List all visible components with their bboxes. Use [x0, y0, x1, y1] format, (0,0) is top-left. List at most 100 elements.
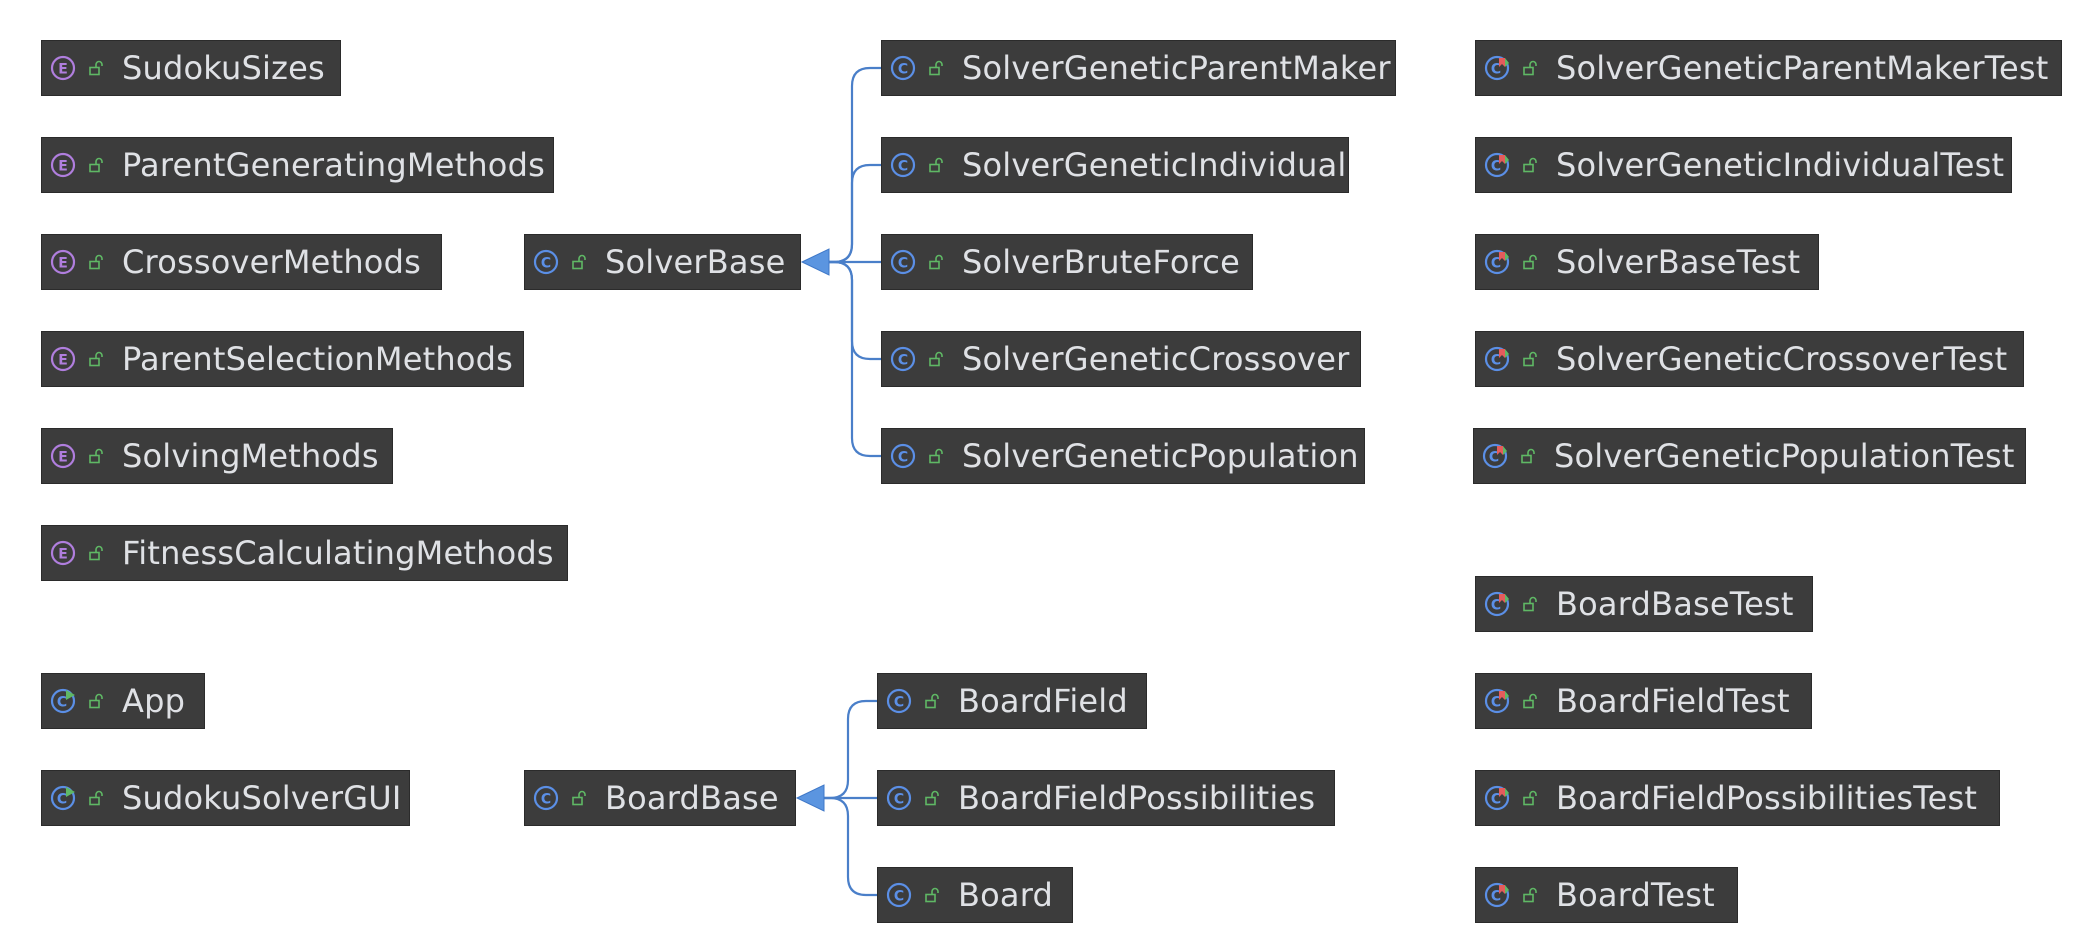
test-class-icon: C — [1484, 152, 1510, 178]
node-label: SolverGeneticIndividual — [962, 146, 1347, 184]
class-icon: C — [533, 785, 559, 811]
public-visibility-icon — [1522, 887, 1538, 903]
svg-text:C: C — [541, 792, 551, 808]
node-label: SolverBaseTest — [1556, 243, 1801, 281]
svg-text:E: E — [58, 450, 68, 466]
public-visibility-icon — [928, 448, 944, 464]
inheritance-edge-board-field — [824, 699, 877, 800]
node-crossover-methods[interactable]: E CrossoverMethods — [41, 234, 442, 290]
node-solver-genetic-population-test[interactable]: C SolverGeneticPopulationTest — [1473, 428, 2026, 484]
enum-icon: E — [50, 540, 76, 566]
public-visibility-icon — [928, 351, 944, 367]
node-parent-generating-methods[interactable]: E ParentGeneratingMethods — [41, 137, 554, 193]
svg-text:C: C — [898, 62, 908, 78]
svg-text:C: C — [1491, 889, 1501, 905]
node-label: FitnessCalculatingMethods — [122, 534, 554, 572]
node-label: SolverGeneticParentMaker — [962, 49, 1391, 87]
public-visibility-icon — [928, 254, 944, 270]
node-board-base-test[interactable]: C BoardBaseTest — [1475, 576, 1813, 632]
node-label: BoardBase — [605, 779, 779, 817]
public-visibility-icon — [928, 60, 944, 76]
public-visibility-icon — [1522, 351, 1538, 367]
svg-text:C: C — [1491, 353, 1501, 369]
public-visibility-icon — [88, 60, 104, 76]
public-visibility-icon — [88, 790, 104, 806]
public-visibility-icon — [88, 254, 104, 270]
public-visibility-icon — [1520, 448, 1536, 464]
node-solving-methods[interactable]: E SolvingMethods — [41, 428, 393, 484]
node-solver-genetic-individual[interactable]: C SolverGeneticIndividual — [881, 137, 1349, 193]
svg-text:C: C — [1491, 598, 1501, 614]
node-sudoku-sizes[interactable]: E SudokuSizes — [41, 40, 341, 96]
class-icon: C — [890, 346, 916, 372]
node-solver-genetic-population[interactable]: C SolverGeneticPopulation — [881, 428, 1365, 484]
public-visibility-icon — [924, 790, 940, 806]
node-board[interactable]: C Board — [877, 867, 1073, 923]
svg-text:C: C — [1491, 159, 1501, 175]
public-visibility-icon — [88, 448, 104, 464]
svg-text:C: C — [898, 256, 908, 272]
node-solver-genetic-parent-maker[interactable]: C SolverGeneticParentMaker — [881, 40, 1396, 96]
node-label: SolverGeneticParentMakerTest — [1556, 49, 2049, 87]
node-solver-genetic-crossover[interactable]: C SolverGeneticCrossover — [881, 331, 1361, 387]
test-class-icon: C — [1484, 55, 1510, 81]
node-solver-genetic-individual-test[interactable]: C SolverGeneticIndividualTest — [1475, 137, 2012, 193]
public-visibility-icon — [1522, 693, 1538, 709]
node-label: BoardFieldTest — [1556, 682, 1790, 720]
node-solver-genetic-crossover-test[interactable]: C SolverGeneticCrossoverTest — [1475, 331, 2024, 387]
node-board-field-possibilities-test[interactable]: C BoardFieldPossibilitiesTest — [1475, 770, 2000, 826]
class-icon: C — [886, 785, 912, 811]
node-label: CrossoverMethods — [122, 243, 421, 281]
node-solver-genetic-parent-maker-test[interactable]: C SolverGeneticParentMakerTest — [1475, 40, 2062, 96]
node-app[interactable]: C App — [41, 673, 205, 729]
node-sudoku-solver-gui[interactable]: C SudokuSolverGUI — [41, 770, 410, 826]
node-label: SolverBase — [605, 243, 786, 281]
node-board-test[interactable]: C BoardTest — [1475, 867, 1738, 923]
public-visibility-icon — [1522, 60, 1538, 76]
node-board-field-test[interactable]: C BoardFieldTest — [1475, 673, 1812, 729]
test-class-icon: C — [1482, 443, 1508, 469]
class-icon: C — [886, 688, 912, 714]
svg-text:E: E — [58, 159, 68, 175]
node-fitness-calculating-methods[interactable]: E FitnessCalculatingMethods — [41, 525, 568, 581]
inheritance-edge-solver-genetic-crossover — [829, 260, 881, 361]
node-solver-base[interactable]: C SolverBase — [524, 234, 801, 290]
test-class-icon: C — [1484, 249, 1510, 275]
public-visibility-icon — [1522, 157, 1538, 173]
public-visibility-icon — [928, 157, 944, 173]
class-icon: C — [890, 443, 916, 469]
node-label: ParentGeneratingMethods — [122, 146, 545, 184]
node-label: SolverGeneticCrossoverTest — [1556, 340, 2008, 378]
svg-text:E: E — [58, 353, 68, 369]
public-visibility-icon — [571, 254, 587, 270]
public-visibility-icon — [1522, 790, 1538, 806]
node-board-field-possibilities[interactable]: C BoardFieldPossibilities — [877, 770, 1335, 826]
public-visibility-icon — [924, 693, 940, 709]
inheritance-edge-solver-genetic-population — [829, 260, 881, 458]
node-board-base[interactable]: C BoardBase — [524, 770, 796, 826]
node-label: SolvingMethods — [122, 437, 379, 475]
svg-text:C: C — [898, 159, 908, 175]
node-label: App — [122, 682, 186, 720]
public-visibility-icon — [571, 790, 587, 806]
node-label: SolverGeneticPopulation — [962, 437, 1359, 475]
svg-text:C: C — [894, 695, 904, 711]
node-label: SolverGeneticIndividualTest — [1556, 146, 2005, 184]
inheritance-arrowhead-board-base — [795, 784, 825, 812]
node-label: ParentSelectionMethods — [122, 340, 513, 378]
node-label: BoardBaseTest — [1556, 585, 1794, 623]
node-solver-base-test[interactable]: C SolverBaseTest — [1475, 234, 1819, 290]
svg-text:C: C — [57, 695, 67, 711]
svg-text:C: C — [1491, 62, 1501, 78]
node-solver-brute-force[interactable]: C SolverBruteForce — [881, 234, 1253, 290]
public-visibility-icon — [88, 693, 104, 709]
public-visibility-icon — [1522, 254, 1538, 270]
svg-text:C: C — [1491, 792, 1501, 808]
node-board-field[interactable]: C BoardField — [877, 673, 1147, 729]
node-parent-selection-methods[interactable]: E ParentSelectionMethods — [41, 331, 524, 387]
enum-icon: E — [50, 249, 76, 275]
test-class-icon: C — [1484, 591, 1510, 617]
svg-text:C: C — [1489, 450, 1499, 466]
public-visibility-icon — [88, 545, 104, 561]
node-label: SolverGeneticPopulationTest — [1554, 437, 2015, 475]
